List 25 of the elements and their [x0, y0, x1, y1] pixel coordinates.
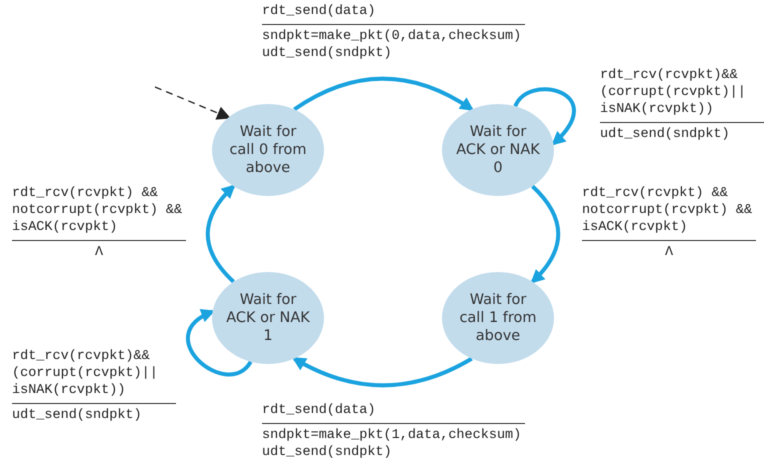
action-label: udt_send(sndpkt): [262, 45, 393, 62]
action-label: Λ: [664, 244, 674, 261]
state-label: Wait for ACK or NAK 0: [455, 123, 541, 177]
transition-arrow: [292, 356, 473, 388]
edge-label: rdt_rcv(rcvpkt)&& (corrupt(rcvpkt)|| isNAK(rcvpkt)): [600, 67, 747, 118]
action-label: udt_send(sndpkt): [600, 126, 731, 143]
state-label: Wait for call 0 from above: [228, 123, 308, 177]
action-label: Λ: [94, 244, 104, 261]
state-label: Wait for call 1 from above: [458, 291, 538, 345]
edge-label: rdt_rcv(rcvpkt) && notcorrupt(rcvpkt) && isACK(rcvpkt): [12, 185, 184, 236]
action-label: sndpkt=make_pkt(1,data,checksum): [262, 427, 522, 444]
transition-arrow: [154, 86, 231, 120]
action-label: udt_send(sndpkt): [262, 444, 393, 461]
edge-label: rdt_rcv(rcvpkt) && notcorrupt(rcvpkt) && isACK(rcvpkt): [582, 185, 754, 236]
state-label: Wait for ACK or NAK 1: [225, 291, 311, 345]
action-label: sndpkt=make_pkt(0,data,checksum): [262, 28, 522, 45]
transition-arrow: [293, 76, 474, 112]
edge-label: rdt_send(data): [262, 402, 376, 419]
transition-arrow: [186, 310, 252, 376]
transition-arrow: [514, 87, 576, 146]
action-label: udt_send(sndpkt): [12, 407, 143, 424]
transition-arrow: [530, 184, 560, 284]
transition-arrow: [206, 184, 236, 284]
edge-label: rdt_send(data): [262, 3, 376, 20]
edge-label: rdt_rcv(rcvpkt)&& (corrupt(rcvpkt)|| isNAK(rcvpkt)): [12, 348, 159, 399]
